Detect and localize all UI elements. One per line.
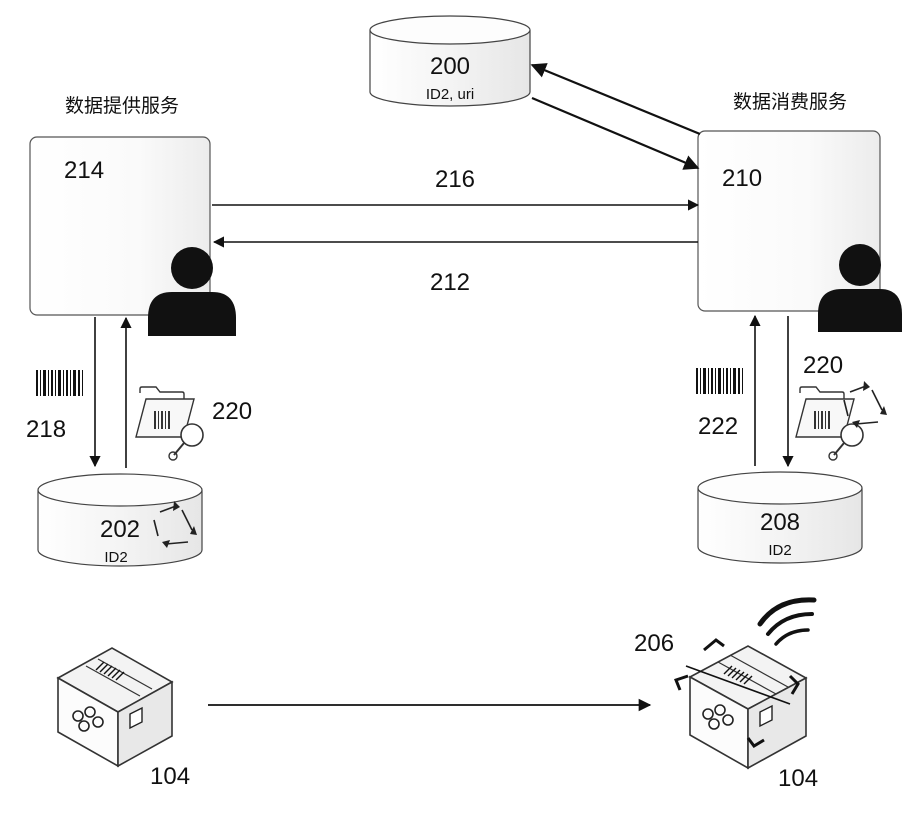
consumer-title: 数据消费服务 (733, 91, 847, 113)
registry-db-caption: ID2, uri (426, 86, 474, 103)
provider-service-box: 214 (30, 137, 210, 315)
provider-db-id: 202 (100, 516, 140, 543)
barcode-icon (696, 368, 743, 394)
arrow-label-216: 216 (435, 166, 475, 193)
wifi-icon (760, 600, 814, 644)
consumer-db-caption: ID2 (768, 542, 791, 559)
arrow-label-220-right: 220 (803, 352, 843, 379)
package-icon (58, 648, 172, 766)
arrow-label-218: 218 (26, 416, 66, 443)
consumer-box-id: 210 (722, 165, 762, 192)
consumer-database: 208 ID2 (698, 472, 862, 563)
registry-database: 200 ID2, uri (370, 16, 530, 106)
arrow-label-220-left: 220 (212, 398, 252, 425)
provider-database: 202 ID2 (38, 474, 202, 566)
folder-search-icon (136, 387, 203, 460)
folder-search-icon (796, 387, 863, 460)
consumer-to-registry-arrow (532, 65, 700, 134)
arrow-label-212: 212 (430, 269, 470, 296)
scanner-id: 206 (634, 630, 674, 657)
arrow-label-222: 222 (698, 413, 738, 440)
provider-title: 数据提供服务 (65, 95, 179, 117)
barcode-icon (36, 370, 83, 396)
registry-db-id: 200 (430, 53, 470, 80)
registry-to-consumer-arrow (532, 98, 698, 168)
provider-box-id: 214 (64, 157, 104, 184)
source-package-id: 104 (150, 763, 190, 790)
provider-db-caption: ID2 (104, 549, 127, 566)
package-icon (690, 646, 806, 768)
consumer-db-id: 208 (760, 509, 800, 536)
scanned-package-id: 104 (778, 765, 818, 792)
